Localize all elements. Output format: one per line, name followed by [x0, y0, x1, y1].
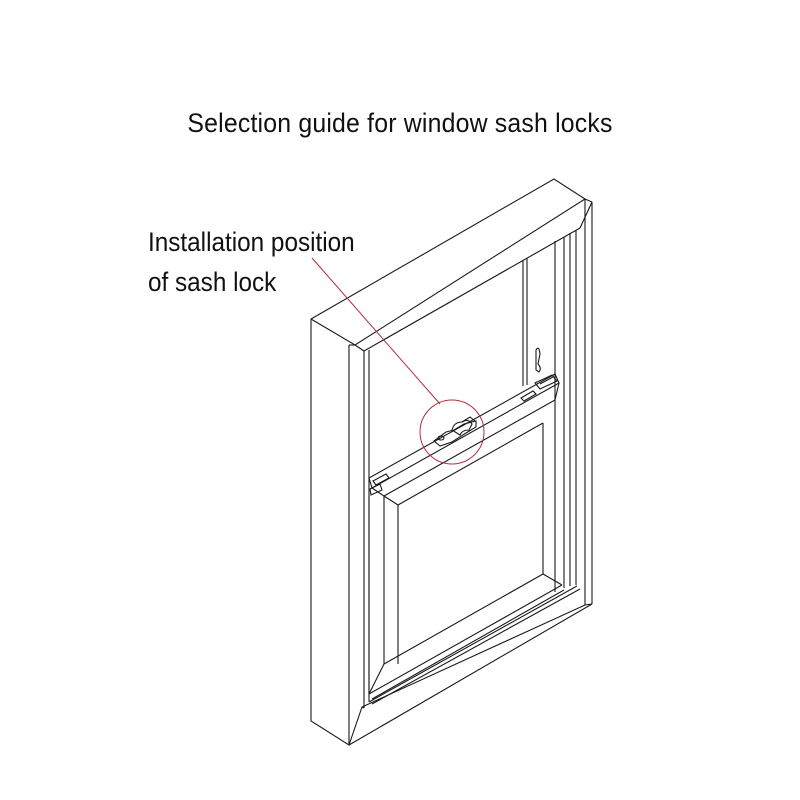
meeting-rail	[368, 373, 560, 497]
window-frame	[310, 178, 593, 746]
callout-leader	[311, 257, 485, 465]
lower-sash	[368, 422, 565, 700]
sash-lift	[535, 347, 541, 373]
callout-label: Installation position of sash lock	[148, 222, 355, 302]
callout-label-line-1: Installation position	[148, 227, 355, 257]
sash-keeper-right	[520, 374, 558, 402]
sash-keeper-left	[369, 473, 390, 496]
diagram-title: Selection guide for window sash locks	[187, 108, 613, 138]
sash-lock	[433, 416, 477, 447]
callout-label-line-2: of sash lock	[148, 267, 277, 297]
